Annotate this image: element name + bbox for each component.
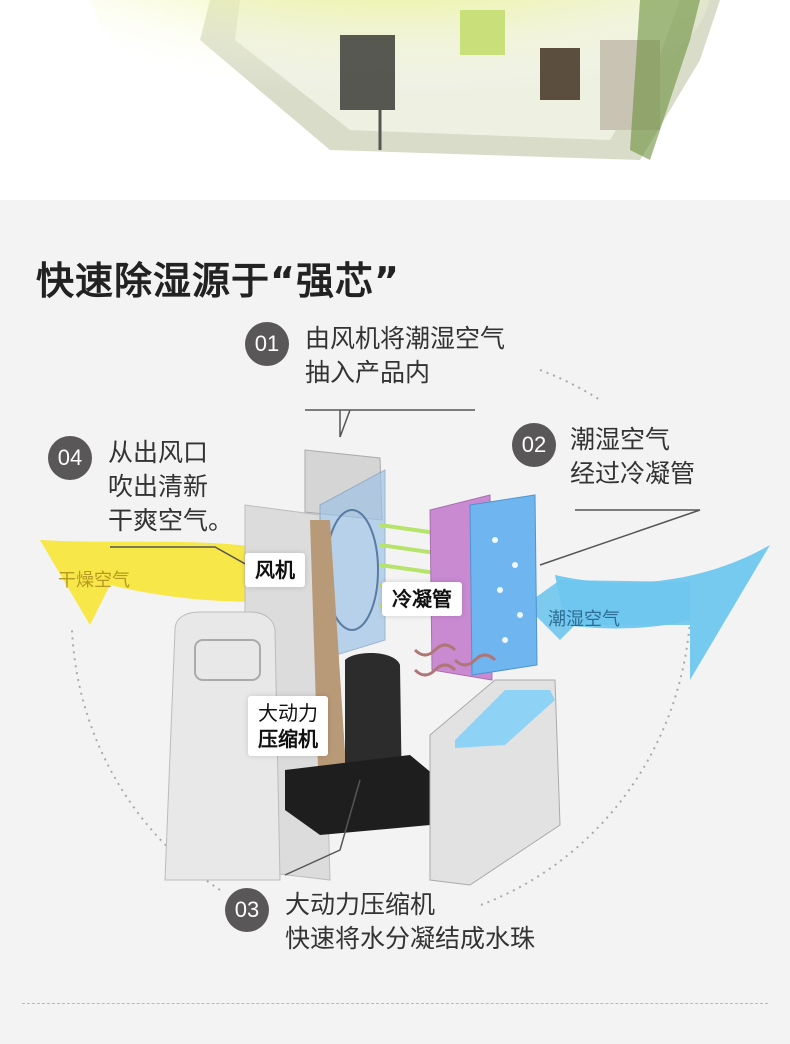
humid-air-label: 潮湿空气 [548,609,620,630]
step-description: 由风机将潮湿空气 抽入产品内 [305,322,505,390]
front-panel-handle [194,639,261,681]
step-03: 03 大动力压缩机 快速将水分凝结成水珠 [225,888,535,956]
step-line: 从出风口 [108,438,209,467]
step-number-badge: 03 [225,888,269,932]
section-divider [22,1003,768,1004]
page-title: 快速除湿源于“强芯” [36,259,400,303]
step-line: 吹出清新 [108,472,209,501]
cycle-arc-top [539,369,601,401]
step-line: 抽入产品内 [305,358,431,387]
floorplan-illustration [90,0,720,160]
compressor-base [285,755,440,835]
step-01: 01 由风机将潮湿空气 抽入产品内 [245,322,505,390]
floorplan-banner [0,0,790,200]
step-number-badge: 02 [512,423,556,467]
humid-air-arrow-head [525,580,690,640]
step-line: 经过冷凝管 [570,459,696,488]
step-line: 大动力压缩机 [285,890,436,919]
step-line: 干爽空气。 [108,506,234,535]
step-description: 从出风口 吹出清新 干爽空气。 [108,436,233,538]
water-droplets [492,537,523,643]
step-line: 由风机将潮湿空气 [305,324,506,353]
cycle-arc-left [71,629,221,891]
step-line: 潮湿空气 [570,425,671,454]
step-02: 02 潮湿空气 经过冷凝管 [512,423,695,491]
step-line: 快速将水分凝结成水珠 [285,924,536,953]
step-description: 潮湿空气 经过冷凝管 [570,423,695,491]
water-tank [429,679,561,886]
step-number-badge: 01 [245,322,289,366]
compressor-label: 大动力 压缩机 [248,696,328,756]
condenser-block [469,494,538,676]
cycle-arc-right [477,619,691,907]
condenser-label: 冷凝管 [382,582,462,616]
step-description: 大动力压缩机 快速将水分凝结成水珠 [285,888,535,956]
step-04: 04 从出风口 吹出清新 干爽空气。 [48,436,233,538]
dry-air-arrow [40,540,300,625]
fan-label: 风机 [245,553,305,587]
dry-air-label: 干燥空气 [58,570,130,591]
copper-coils [413,643,497,677]
step-number-badge: 04 [48,436,92,480]
water-tank-water [455,690,555,748]
